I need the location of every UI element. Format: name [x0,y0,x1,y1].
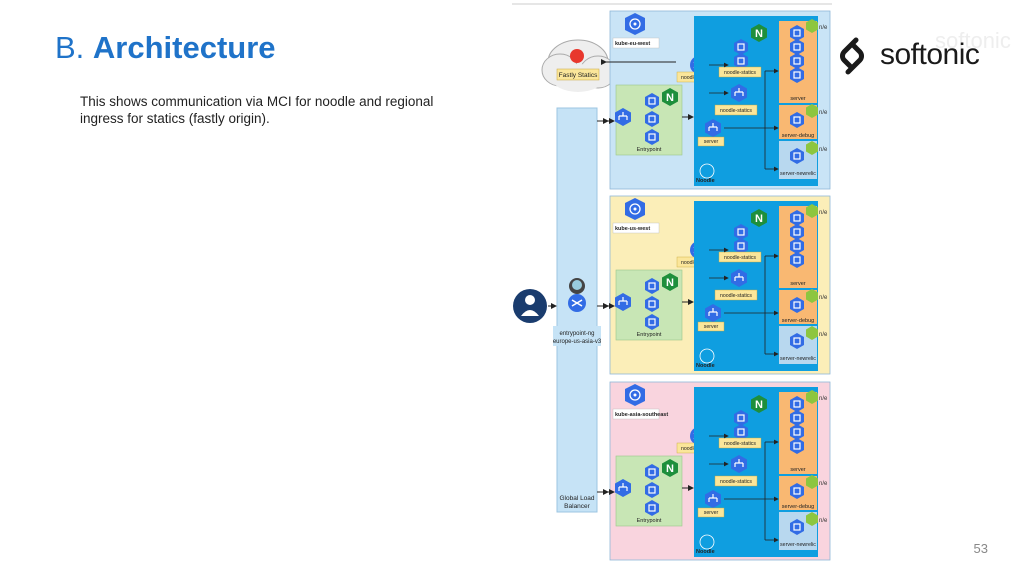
noodle-statics-label: noodle-statics [720,479,752,485]
lb-label-2: europe-us-asia-v3 [553,339,602,345]
noodle-label: Noodle [696,549,715,555]
cluster-name: kube-eu-west [615,41,650,47]
title-prefix: B. [55,30,85,65]
noodle-statics-label: noodle-statics [724,70,756,76]
server-debug-label: server-debug [782,318,814,324]
worldmap-icon [699,163,715,179]
entrypoint-label: Entrypoint [637,332,662,338]
slide-title: B. Architecture [55,30,276,66]
softonic-logo-icon [840,37,864,75]
cluster-name: kube-us-west [615,226,650,232]
server-debug-label: server-debug [782,133,814,139]
worldmap-icon [699,534,715,550]
stopwatch-icon [570,49,584,63]
fastly-cloud: Fastly Statics [541,39,617,92]
noodle-label: Noodle [696,363,715,369]
server-debug-label: server-debug [782,504,814,510]
server-newrelic-label: server-newrelic [780,171,816,177]
noodle-statics-label: noodle-statics [724,255,756,261]
lb-icons [567,278,587,313]
page-number: 53 [973,541,988,556]
fastly-label: Fastly Statics [559,72,598,79]
server-stack-label: server [790,467,805,473]
user-icon [513,289,547,323]
server-newrelic-label: server-newrelic [780,542,816,548]
noodle-statics-label: noodle-statics [724,441,756,447]
logo-ghost-text: softonic [935,28,1011,53]
entrypoint-label: Entrypoint [637,518,662,524]
server-stack-label: server [790,96,805,102]
server-stack-label: server [790,281,805,287]
server-newrelic-label: server-newrelic [780,356,816,362]
noodle-label: Noodle [696,178,715,184]
server-label: server [704,324,719,330]
entrypoint-label: Entrypoint [637,147,662,153]
lb-label-1: entrypoint-ng [559,331,594,337]
server-label: server [704,139,719,145]
server-label: server [704,510,719,516]
logo-text: softonic [880,38,980,71]
noodle-statics-label: noodle-statics [720,108,752,114]
global-lb-label-2: Balancer [564,503,590,510]
global-lb-label-1: Global Load [559,495,594,502]
title-main: Architecture [92,30,276,65]
worldmap-icon [699,348,715,364]
description-text: This shows communication via MCI for noo… [80,94,434,126]
noodle-statics-label: noodle-statics [720,293,752,299]
cluster-name: kube-asia-southeast [615,412,668,418]
